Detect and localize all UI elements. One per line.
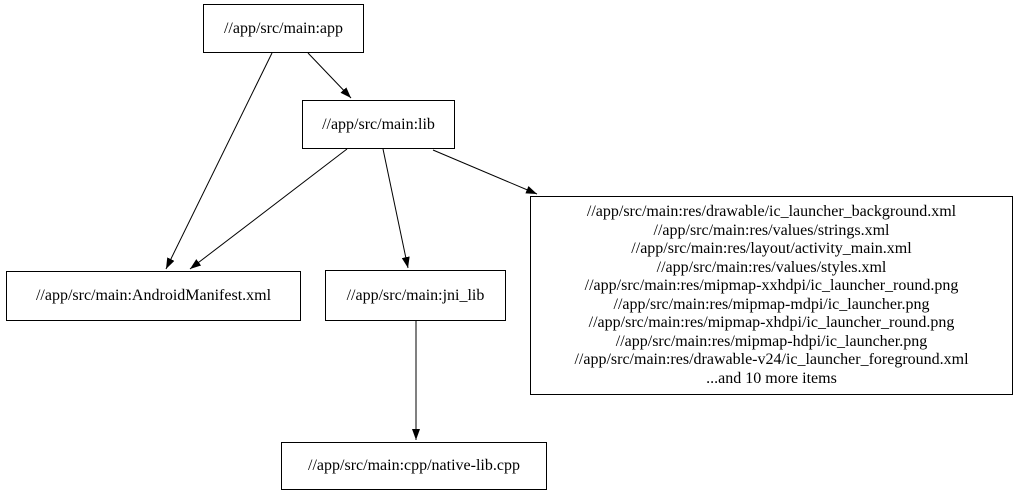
node-lib-label: //app/src/main:lib bbox=[322, 115, 435, 133]
node-jni-lib-label: //app/src/main:jni_lib bbox=[346, 286, 485, 304]
edge-app-to-lib bbox=[307, 52, 352, 99]
resource-item: //app/src/main:res/values/styles.xml bbox=[656, 258, 887, 276]
node-android-manifest: //app/src/main:AndroidManifest.xml bbox=[6, 271, 301, 321]
resource-item: //app/src/main:res/drawable/ic_launcher_… bbox=[586, 203, 957, 220]
edge-lib-to-resources bbox=[432, 149, 538, 195]
resource-item-more: ...and 10 more items bbox=[706, 369, 837, 387]
resource-item: //app/src/main:res/mipmap-xxhdpi/ic_laun… bbox=[584, 277, 959, 294]
node-resources-group: //app/src/main:res/drawable/ic_launcher_… bbox=[530, 196, 1013, 395]
node-native-lib-cpp: //app/src/main:cpp/native-lib.cpp bbox=[281, 442, 547, 490]
node-jni-lib: //app/src/main:jni_lib bbox=[325, 270, 506, 321]
resource-item: //app/src/main:res/mipmap-hdpi/ic_launch… bbox=[615, 332, 928, 350]
node-app-label: //app/src/main:app bbox=[223, 19, 344, 37]
node-lib: //app/src/main:lib bbox=[302, 100, 455, 149]
resource-item: //app/src/main:res/drawable-v24/ic_launc… bbox=[574, 351, 969, 368]
resource-item: //app/src/main:res/mipmap-xhdpi/ic_launc… bbox=[588, 314, 955, 331]
node-app: //app/src/main:app bbox=[203, 4, 364, 53]
edge-app-to-manifest bbox=[165, 52, 273, 270]
node-android-manifest-label: //app/src/main:AndroidManifest.xml bbox=[35, 287, 272, 304]
resource-item: //app/src/main:res/mipmap-mdpi/ic_launch… bbox=[613, 295, 930, 313]
resource-item: //app/src/main:res/layout/activity_main.… bbox=[631, 240, 912, 257]
resource-item: //app/src/main:res/values/strings.xml bbox=[653, 221, 890, 239]
edge-lib-to-manifest bbox=[189, 148, 348, 270]
node-native-lib-cpp-label: //app/src/main:cpp/native-lib.cpp bbox=[308, 457, 520, 474]
edge-lib-to-jni-lib bbox=[382, 148, 410, 269]
